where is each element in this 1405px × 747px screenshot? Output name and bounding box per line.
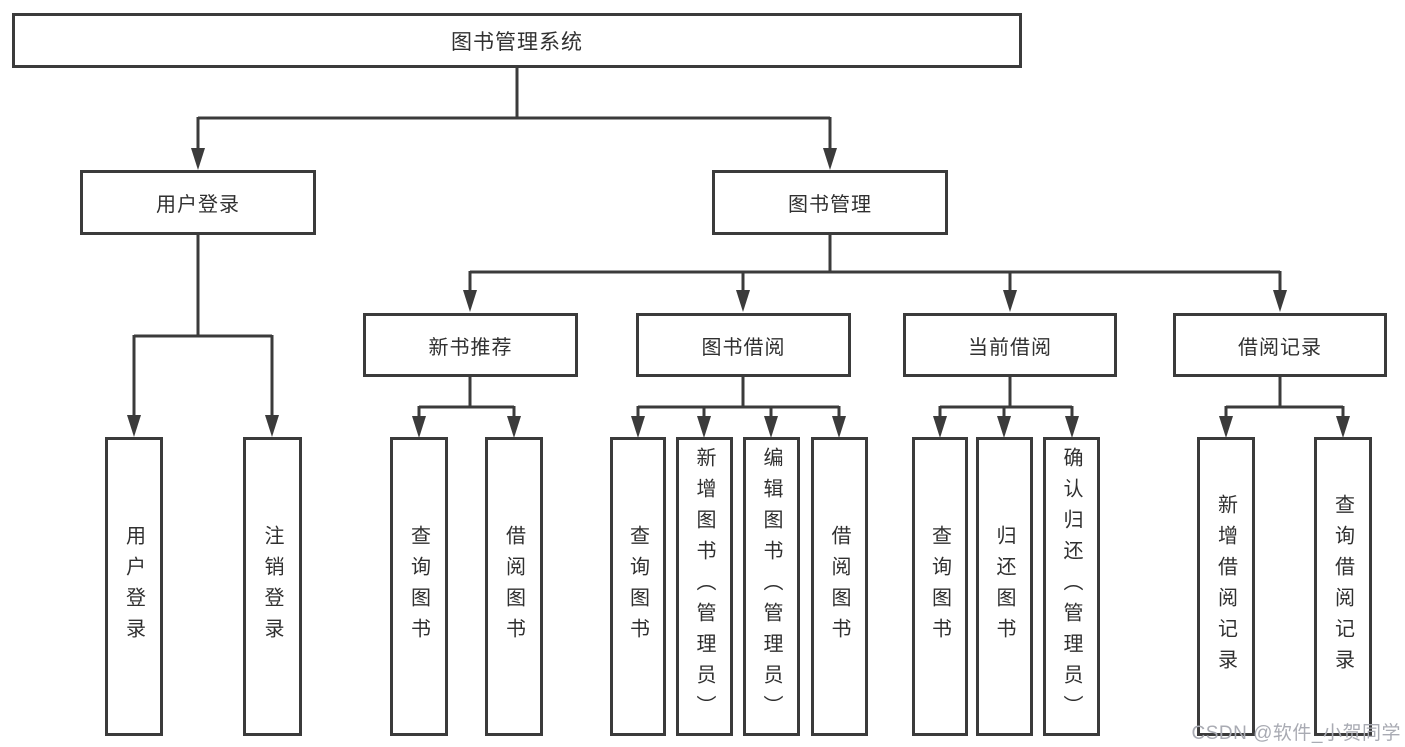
node-new-book-recommend: 新书推荐 — [363, 313, 578, 377]
node-book-borrow-label: 图书借阅 — [701, 336, 786, 359]
leaf-logout-action-label: 注销登录 — [261, 524, 283, 649]
leaf-query-book-current-label: 查询图书 — [928, 524, 951, 649]
node-book-management: 图书管理 — [712, 170, 948, 235]
node-current-borrow-label: 当前借阅 — [968, 336, 1052, 359]
leaf-query-borrow-record: 查询借阅记录 — [1314, 437, 1372, 736]
leaf-user-login-action-label: 用户登录 — [122, 524, 145, 649]
node-user-login-label: 用户登录 — [156, 194, 240, 216]
leaf-query-book-recommend-label: 查询图书 — [407, 524, 430, 649]
leaf-edit-book-admin: 编辑图书（管理员） — [743, 437, 800, 736]
leaf-query-borrow-record-label: 查询借阅记录 — [1331, 493, 1354, 680]
node-book-borrow: 图书借阅 — [636, 313, 851, 377]
leaf-query-book-borrow: 查询图书 — [610, 437, 666, 736]
csdn-watermark: CSDN @软件_小贺同学 — [1191, 723, 1401, 744]
node-book-management-label: 图书管理 — [788, 194, 872, 216]
leaf-add-book-admin: 新增图书（管理员） — [676, 437, 733, 736]
leaf-query-book-current: 查询图书 — [912, 437, 968, 736]
leaf-return-book-label: 归还图书 — [993, 524, 1015, 649]
leaf-query-book-borrow-label: 查询图书 — [626, 524, 649, 649]
leaf-borrow-book-recommend: 借阅图书 — [485, 437, 543, 736]
leaf-add-borrow-record: 新增借阅记录 — [1197, 437, 1255, 736]
node-current-borrow: 当前借阅 — [903, 313, 1117, 377]
node-new-book-recommend-label: 新书推荐 — [428, 336, 513, 359]
leaf-user-login-action: 用户登录 — [105, 437, 163, 736]
node-user-login: 用户登录 — [80, 170, 316, 235]
connector-arrowheads — [127, 148, 1350, 438]
node-borrow-record-label: 借阅记录 — [1238, 336, 1322, 359]
leaf-borrow-book-action: 借阅图书 — [811, 437, 868, 736]
leaf-confirm-return-admin-label: 确认归还（管理员） — [1060, 447, 1082, 726]
leaf-edit-book-admin-label: 编辑图书（管理员） — [760, 447, 782, 726]
node-borrow-record: 借阅记录 — [1173, 313, 1387, 377]
leaf-confirm-return-admin: 确认归还（管理员） — [1043, 437, 1100, 736]
leaf-borrow-book-action-label: 借阅图书 — [828, 524, 850, 649]
leaf-logout-action: 注销登录 — [243, 437, 302, 736]
leaf-add-book-admin-label: 新增图书（管理员） — [693, 447, 715, 726]
node-root-system-label: 图书管理系统 — [451, 30, 583, 54]
leaf-query-book-recommend: 查询图书 — [390, 437, 448, 736]
node-root-system: 图书管理系统 — [12, 13, 1022, 68]
leaf-return-book: 归还图书 — [976, 437, 1033, 736]
leaf-add-borrow-record-label: 新增借阅记录 — [1214, 493, 1237, 680]
leaf-borrow-book-recommend-label: 借阅图书 — [502, 524, 525, 649]
